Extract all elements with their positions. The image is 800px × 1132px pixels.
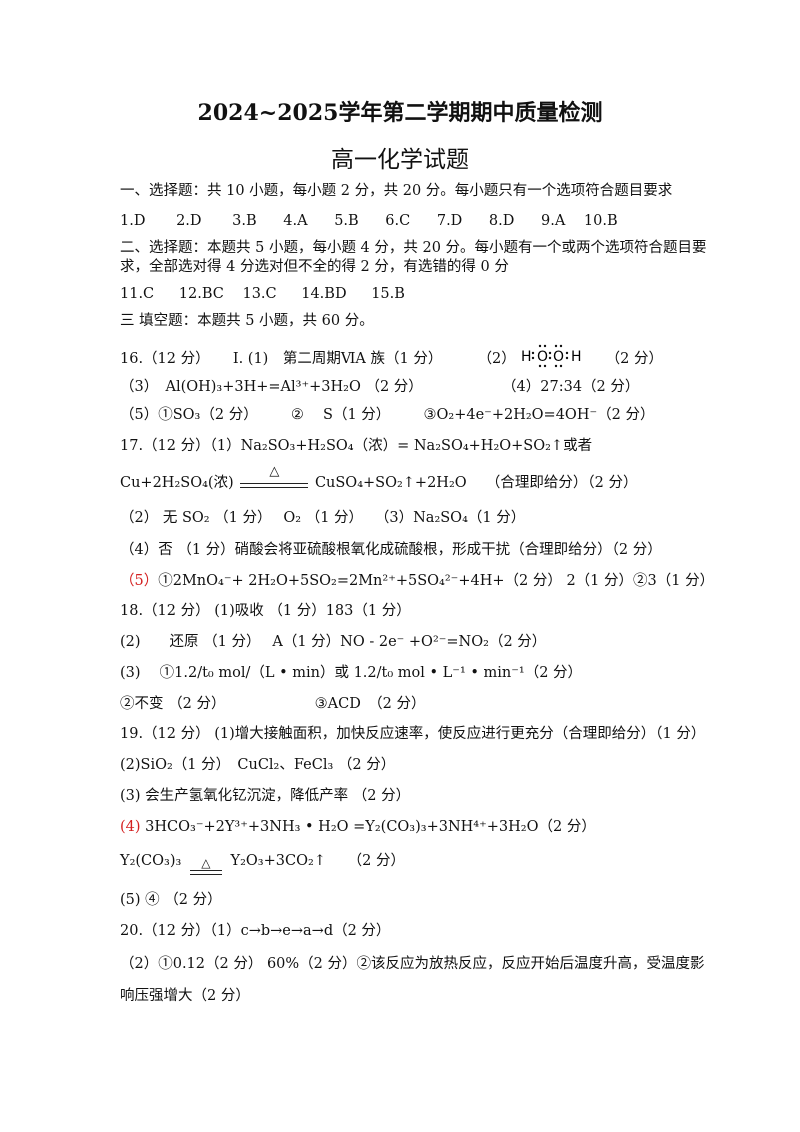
q16-part2-score: （2 分） [605, 351, 663, 367]
answer-item: 9.A [541, 213, 566, 229]
lewis-o2: O [553, 349, 564, 365]
page-title: 2024~2025学年第二学期期中质量检测 [197, 100, 603, 126]
q16-line2: （3） Al(OH)₃+3H+=Al³⁺+3H₂O （2 分） （4）27:34… [120, 377, 639, 397]
lewis-o1: O [537, 349, 548, 365]
lewis-h2: H [571, 349, 582, 365]
section1-answers: 1.D 2.D 3.B 4.A 5.B 6.C 7.D 8.D 9.A 10.B [120, 211, 618, 231]
heat-triangle-icon: △ [201, 856, 211, 870]
q18-part3b: ②不变 （2 分） [120, 696, 226, 712]
lewis-h1: H [521, 349, 532, 365]
q19-line5: Y₂(CO₃)₃ △ Y₂O₃+3CO₂↑ （2 分） [120, 851, 405, 877]
h2o2-lewis-structure: H O O H [520, 343, 584, 375]
q19-part4: 3HCO₃⁻+2Y³⁺+3NH₃ • H₂O =Y₂(CO₃)₃+3NH⁴⁺+3… [140, 819, 596, 835]
q16-part3: （3） Al(OH)₃+3H+=Al³⁺+3H₂O （2 分） [120, 379, 423, 395]
answer-item: 8.D [488, 213, 515, 229]
answer-item: 7.D [436, 213, 463, 229]
q18-line4: ②不变 （2 分） ③ACD （2 分） [120, 694, 425, 714]
q19-line6: (5) ④ （2 分） [120, 892, 222, 908]
q16-part1: I. (1) 第二周期ⅥA 族（1 分） [232, 351, 443, 367]
q17-line2: Cu+2H₂SO₄(浓) △ CuSO₄+SO₂↑+2H₂O （合理即给分）（2… [120, 464, 638, 496]
answer-item: 10.B [583, 213, 618, 229]
q19-line2: (2)SiO₂（1 分） CuCl₂、FeCl₃ （2 分） [120, 757, 396, 773]
heat-condition-arrow: △ [238, 464, 310, 496]
q20-line3: 响压强增大（2 分） [120, 988, 250, 1004]
answer-item: 12.BC [178, 286, 224, 302]
answer-item: 4.A [283, 213, 308, 229]
section2-answers: 11.C 12.BC 13.C 14.BD 15.B [120, 284, 405, 304]
q17-products: CuSO₄+SO₂↑+2H₂O [314, 475, 467, 491]
q17-line1: 17.（12 分）（1）Na₂SO₃+H₂SO₄（浓）= Na₂SO₄+H₂O+… [120, 438, 593, 454]
q17-line3: （2） 无 SO₂ （1 分） O₂ （1 分） （3）Na₂SO₄（1 分） [120, 510, 526, 526]
heat-condition-arrow: △ [186, 851, 226, 877]
q16-line1: 16.（12 分） I. (1) 第二周期ⅥA 族（1 分） （2） H O O… [120, 343, 663, 375]
q20-line2: （2）①0.12（2 分） 60%（2 分）②该反应为放热反应，反应开始后温度升… [120, 956, 705, 972]
page-subtitle: 高一化学试题 [331, 147, 469, 173]
q19-reactant: Y₂(CO₃)₃ [120, 853, 182, 869]
q16-part4: （4）27:34（2 分） [502, 379, 640, 395]
answer-item: 14.BD [301, 286, 347, 302]
answer-item: 2.D [176, 213, 202, 229]
q16-part5a: （5）①SO₃（2 分） [120, 407, 258, 423]
section2-header-line2: 求，全部选对得 4 分选对但不全的得 2 分，有选错的得 0 分 [120, 259, 509, 275]
answer-item: 3.B [232, 213, 257, 229]
q20-line1: 20.（12 分）（1）c→b→e→a→d（2 分） [120, 923, 391, 939]
q17-line5: （5）①2MnO₄⁻+ 2H₂O+5SO₂=2Mn²⁺+5SO₄²⁻+4H+（2… [120, 571, 714, 591]
q19-products: Y₂O₃+3CO₂↑ （2 分） [230, 853, 406, 869]
q16-head: 16.（12 分） [120, 351, 210, 367]
q17-part5: ①2MnO₄⁻+ 2H₂O+5SO₂=2Mn²⁺+5SO₄²⁻+4H+（2 分）… [158, 573, 715, 589]
section3-header: 三 填空题：本题共 5 小题，共 60 分。 [120, 313, 374, 329]
q18-line3: (3) ①1.2/t₀ mol/（L • min）或 1.2/t₀ mol • … [120, 665, 583, 681]
q16-part5c: ③O₂+4e⁻+2H₂O=4OH⁻（2 分） [423, 407, 655, 423]
answer-item: 5.B [334, 213, 359, 229]
answer-item: 15.B [371, 286, 405, 302]
q18-line1: 18.（12 分） (1)吸收 （1 分）183（1 分） [120, 603, 411, 619]
q19-part4-label: (4) [120, 819, 141, 835]
q19-line1: 19.（12 分） (1)增大接触面积，加快反应速率，使反应进行更充分（合理即给… [120, 726, 706, 742]
q17-reactants: Cu+2H₂SO₄(浓) [120, 475, 234, 491]
answer-item: 13.C [242, 286, 277, 302]
answer-item: 6.C [385, 213, 411, 229]
answer-item: 11.C [120, 286, 155, 302]
heat-triangle-icon: △ [269, 464, 280, 479]
q17-part5-label: （5） [120, 573, 159, 589]
section2-header-line1: 二、选择题：本题共 5 小题，每小题 4 分，共 20 分。每小题有一个或两个选… [120, 240, 707, 256]
q16-part5b: ② S（1 分） [290, 407, 391, 423]
q17-line4: （4）否 （1 分）硝酸会将亚硫酸根氧化成硫酸根，形成干扰（合理即给分）（2 分… [120, 542, 662, 558]
section1-header: 一、选择题：共 10 小题，每小题 2 分，共 20 分。每小题只有一个选项符合… [120, 183, 673, 199]
q19-line4: (4) 3HCO₃⁻+2Y³⁺+3NH₃ • H₂O =Y₂(CO₃)₃+3NH… [120, 817, 596, 837]
q17-note: （合理即给分）（2 分） [485, 475, 638, 491]
q19-line3: (3) 会生产氢氧化钇沉淀，降低产率 （2 分） [120, 788, 411, 804]
q16-part2-label: （2） [477, 351, 516, 367]
q18-part3c: ③ACD （2 分） [314, 696, 426, 712]
q18-line2: (2) 还原 （1 分） A（1 分）NO - 2e⁻ +O²⁻=NO₂（2 分… [120, 634, 547, 650]
q16-line3: （5）①SO₃（2 分） ② S（1 分） ③O₂+4e⁻+2H₂O=4OH⁻（… [120, 405, 654, 425]
answer-item: 1.D [120, 213, 146, 229]
